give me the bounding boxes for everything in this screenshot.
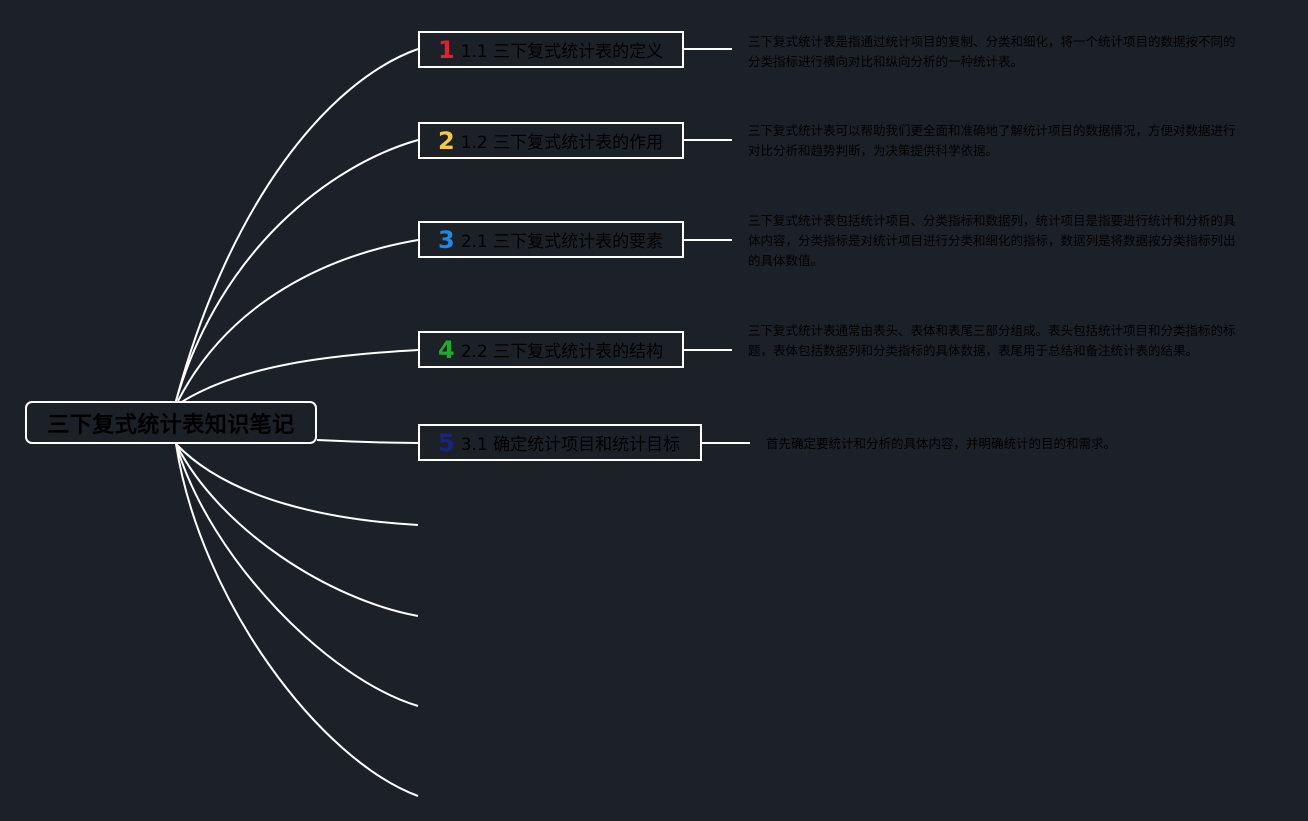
topic-3-label: 2.1 三下复式统计表的要素	[460, 232, 664, 252]
connector-topic-5	[316, 439, 419, 444]
topic-2[interactable]: 2 1.2 三下复式统计表的作用	[418, 122, 684, 159]
number-3-icon: 3	[438, 225, 455, 254]
number-2-icon: 2	[438, 126, 455, 155]
topic-4-description: 三下复式统计表通常由表头、表体和表尾三部分组成。表头包括统计项目和分类指标的标题…	[748, 323, 1236, 358]
topic-5-label: 3.1 确定统计项目和统计目标	[460, 435, 681, 455]
connector-topic-1	[175, 48, 419, 402]
topic-2-description: 三下复式统计表可以帮助我们更全面和准确地了解统计项目的数据情况，方便对数据进行对…	[748, 123, 1236, 158]
connector-empty-3	[175, 443, 419, 707]
number-4-icon: 4	[438, 335, 455, 364]
connector-empty-1	[175, 443, 419, 526]
topic-3[interactable]: 3 2.1 三下复式统计表的要素	[418, 221, 684, 258]
topic-2-label: 1.2 三下复式统计表的作用	[460, 133, 664, 153]
connector-empty-4	[175, 443, 419, 797]
topic-3-description: 三下复式统计表包括统计项目、分类指标和数据列，统计项目是指要进行统计和分析的具体…	[748, 213, 1236, 268]
topic-1-description: 三下复式统计表是指通过统计项目的复制、分类和细化，将一个统计项目的数据按不同的分…	[748, 34, 1236, 69]
topic-1[interactable]: 1 1.1 三下复式统计表的定义	[418, 31, 684, 68]
number-5-icon: 5	[438, 428, 455, 457]
connector-topic-3	[177, 239, 419, 402]
connector-topic-2	[175, 139, 419, 402]
topic-5[interactable]: 5 3.1 确定统计项目和统计目标	[418, 424, 702, 461]
topic-5-description: 首先确定要统计和分析的具体内容，并明确统计的目的和需求。	[766, 436, 1117, 451]
topic-4-label: 2.2 三下复式统计表的结构	[460, 342, 664, 362]
connector-empty-2	[175, 443, 419, 617]
number-1-icon: 1	[438, 35, 455, 64]
topic-1-label: 1.1 三下复式统计表的定义	[460, 42, 664, 62]
connector-topic-4	[179, 349, 419, 404]
root-topic[interactable]: 三下复式统计表知识笔记	[25, 401, 317, 444]
topic-4[interactable]: 4 2.2 三下复式统计表的结构	[418, 331, 684, 368]
